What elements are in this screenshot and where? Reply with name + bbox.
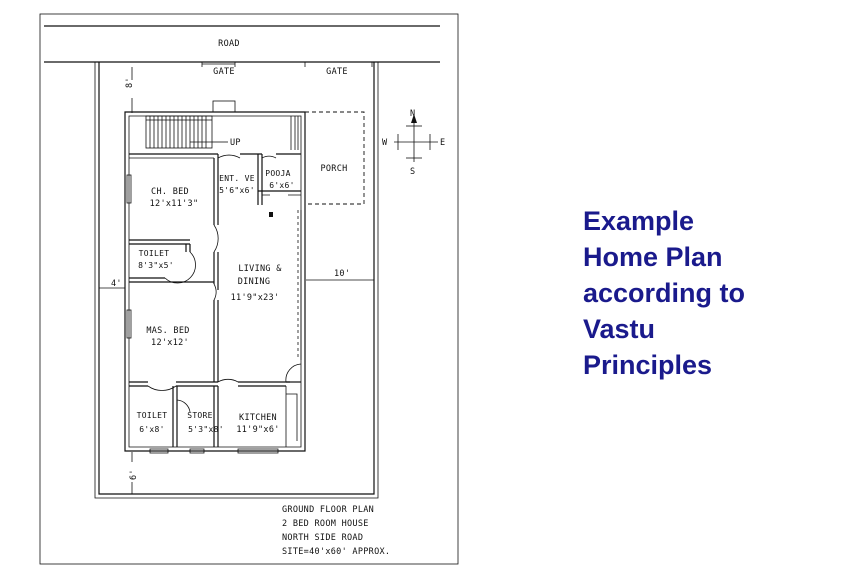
- porch-outline: [305, 111, 365, 205]
- porch-label: PORCH: [320, 164, 347, 174]
- svg-text:12'x11'3": 12'x11'3": [150, 199, 199, 209]
- room-entrance: ENT. VE 5'6"x6': [219, 174, 255, 195]
- caption-title: Example Home Plan according to Vastu Pri…: [583, 203, 823, 383]
- compass-icon: [394, 114, 438, 162]
- staircase: [145, 115, 213, 149]
- chimney: [212, 100, 236, 113]
- svg-text:STORE: STORE: [187, 411, 213, 420]
- drawing-border: [39, 13, 459, 565]
- stair-up-label: UP: [230, 138, 241, 148]
- door-swings: [147, 154, 302, 413]
- svg-text:MAS. BED: MAS. BED: [146, 326, 189, 336]
- room-kitchen: KITCHEN 11'9"x6': [236, 413, 279, 435]
- interior-walls: [129, 153, 306, 447]
- dim-side-right: 10': [334, 269, 350, 279]
- room-pooja: POOJA 6'x6': [265, 169, 295, 190]
- room-toilet-1: TOILET 8'3"x5': [138, 249, 174, 270]
- svg-text:POOJA: POOJA: [265, 169, 291, 178]
- room-living-dining: LIVING & DINING 11'9"x23': [231, 264, 282, 303]
- svg-text:DINING: DINING: [238, 277, 271, 287]
- svg-text:11'9"x23': 11'9"x23': [231, 293, 280, 303]
- caption-line: Principles: [583, 350, 713, 380]
- note-line-2: 2 BED ROOM HOUSE: [282, 519, 369, 529]
- svg-text:6'x6': 6'x6': [269, 181, 295, 190]
- svg-text:ENT. VE: ENT. VE: [219, 174, 255, 183]
- room-mas-bed: MAS. BED 12'x12': [146, 326, 189, 348]
- dim-side-left: 4': [111, 279, 122, 289]
- note-line-3: NORTH SIDE ROAD: [282, 533, 363, 543]
- svg-text:TOILET: TOILET: [139, 249, 170, 258]
- site-boundary: [98, 62, 375, 495]
- caption-line: according to: [583, 278, 746, 308]
- compass-west: W: [382, 138, 388, 148]
- compass-north: N: [410, 109, 415, 119]
- note-line-4: SITE=40'x60' APPROX.: [282, 547, 390, 557]
- house-outer-wall: [124, 111, 306, 452]
- svg-text:KITCHEN: KITCHEN: [239, 413, 277, 423]
- svg-text:5'6"x6': 5'6"x6': [219, 186, 255, 195]
- window-marks: [126, 174, 279, 454]
- gate-left-label: GATE: [213, 67, 235, 77]
- svg-text:11'9"x6': 11'9"x6': [236, 425, 279, 435]
- compass-south: S: [410, 167, 415, 177]
- svg-text:8'3"x5': 8'3"x5': [138, 261, 174, 270]
- gate-right-label: GATE: [326, 67, 348, 77]
- note-line-1: GROUND FLOOR PLAN: [282, 505, 374, 515]
- svg-text:TOILET: TOILET: [137, 411, 168, 420]
- svg-text:5'3"x8': 5'3"x8': [188, 425, 224, 434]
- svg-text:CH. BED: CH. BED: [151, 187, 189, 197]
- svg-text:6'x8': 6'x8': [139, 425, 165, 434]
- room-ch-bed: CH. BED 12'x11'3": [150, 187, 199, 209]
- plan-notes: GROUND FLOOR PLAN 2 BED ROOM HOUSE NORTH…: [282, 505, 390, 557]
- veranda-railing: [290, 116, 299, 150]
- compass-east: E: [440, 138, 445, 148]
- caption-line: Vastu: [583, 314, 656, 344]
- room-toilet-2: TOILET 6'x8': [137, 411, 168, 434]
- svg-text:LIVING &: LIVING &: [238, 264, 282, 274]
- road-label: ROAD: [218, 39, 240, 49]
- dim-front: 8': [125, 77, 135, 88]
- dim-rear: 6': [129, 469, 139, 480]
- room-store: STORE 5'3"x8': [187, 411, 224, 434]
- svg-text:12'x12': 12'x12': [151, 338, 189, 348]
- caption-line: Example: [583, 206, 695, 236]
- caption-line: Home Plan: [583, 242, 723, 272]
